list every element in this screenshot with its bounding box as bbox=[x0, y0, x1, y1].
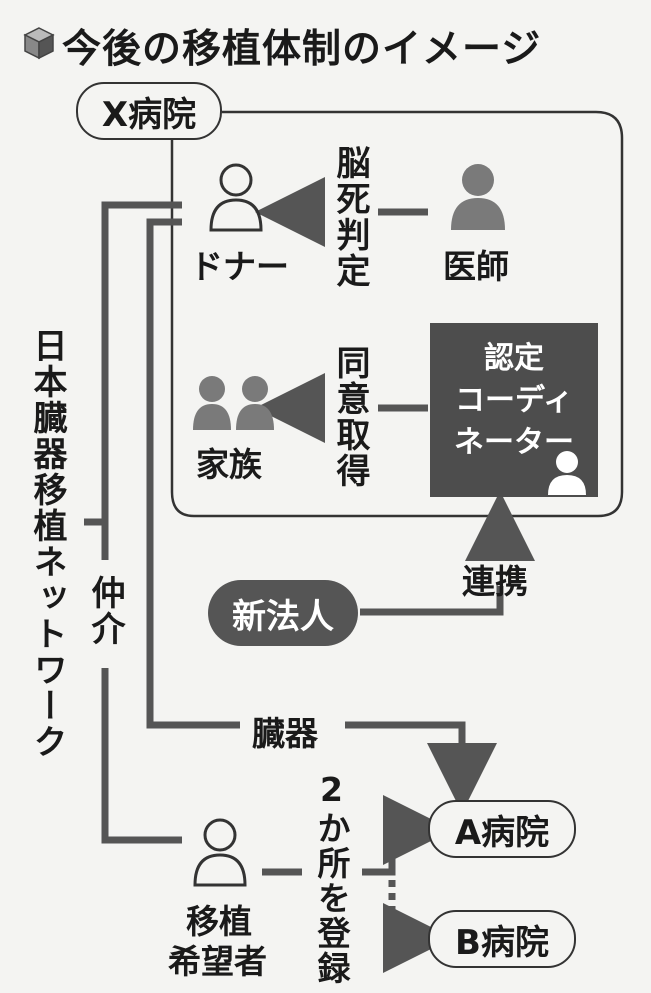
cooperation-label: 連携 bbox=[462, 562, 528, 601]
mediation-line bbox=[101, 201, 182, 560]
cooperation-arrow bbox=[360, 586, 504, 616]
certified-coordinator-box: 認定 コーディ ネーター bbox=[430, 323, 598, 497]
x-hospital-node: X病院 bbox=[76, 82, 222, 140]
organ-label: 臓器 bbox=[252, 714, 318, 753]
coordinator-line-2: コーディ bbox=[455, 383, 573, 418]
family-label: 家族 bbox=[196, 445, 262, 484]
consent-label: 同意取得 bbox=[330, 345, 370, 489]
page-title: 今後の移植体制のイメージ bbox=[62, 27, 542, 72]
a-hospital-node: A病院 bbox=[428, 800, 576, 858]
recipient-label-line-2: 希望者 bbox=[168, 942, 267, 981]
donor-person-icon bbox=[209, 163, 263, 232]
network-label: 日本臓器移植ネットワーク bbox=[27, 328, 67, 760]
coordinator-line-3: ネーター bbox=[454, 425, 574, 460]
register-two-label: 2か所を登録 bbox=[312, 770, 351, 986]
cube-icon bbox=[23, 27, 55, 60]
doctor-label: 医師 bbox=[443, 247, 509, 286]
b-hospital-node: B病院 bbox=[428, 910, 576, 968]
register-dotted-line bbox=[383, 880, 453, 973]
family-people-icon bbox=[193, 376, 274, 430]
coordinator-line-1: 認定 bbox=[484, 341, 544, 376]
brain-death-label: 脳死判定 bbox=[330, 145, 370, 289]
recipient-person-icon bbox=[193, 818, 247, 887]
x-hospital-frame bbox=[170, 110, 624, 518]
doctor-person-icon bbox=[451, 164, 505, 230]
organ-line bbox=[146, 218, 240, 729]
new-corporation-node: 新法人 bbox=[208, 580, 358, 646]
recipient-label-line-1: 移植 bbox=[186, 902, 252, 941]
mediation-label: 仲介 bbox=[85, 575, 125, 647]
donor-label: ドナー bbox=[190, 247, 289, 286]
coordinator-person-icon bbox=[548, 451, 586, 495]
